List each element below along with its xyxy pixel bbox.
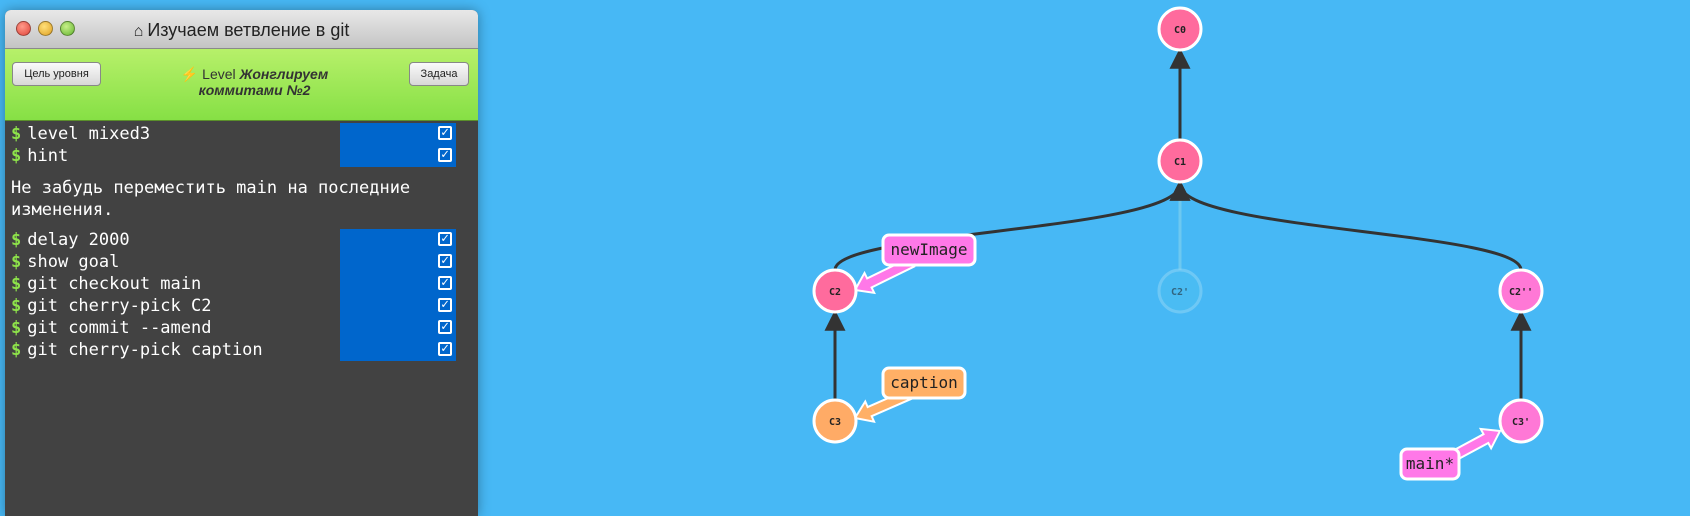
commit-node[interactable]: C2' (1157, 268, 1203, 314)
commit-edge (833, 179, 1191, 271)
commit-node[interactable]: C3' (1498, 398, 1544, 444)
commit-circle (1157, 268, 1203, 314)
commit-label: C2 (829, 287, 841, 298)
task-button[interactable]: Задача (409, 62, 469, 86)
command-row: $git commit --amend ✓ (5, 317, 478, 339)
command-status: ✓ (340, 145, 456, 167)
level-title: ⚡ Level Жонглируем коммитами №2 (115, 66, 394, 98)
command-row: $hint ✓ (5, 145, 478, 167)
commit-label: C0 (1174, 25, 1186, 36)
checkbox-checked-icon: ✓ (438, 232, 452, 246)
commit-edge (1169, 179, 1523, 271)
terminal-window: ⌂Изучаем ветвление в git Цель уровня ⚡ L… (5, 10, 478, 516)
command-row: $git cherry-pick caption ✓ (5, 339, 478, 361)
command-text: git cherry-pick C2 (27, 296, 212, 316)
goal-button[interactable]: Цель уровня (12, 62, 101, 86)
checkbox-checked-icon: ✓ (438, 320, 452, 334)
branch-label-newimage[interactable]: newImage (881, 233, 977, 267)
lightning-icon: ⚡ (180, 66, 199, 82)
command-row: $git cherry-pick C2 ✓ (5, 295, 478, 317)
command-group: $level mixed3 ✓ $hint ✓ (5, 123, 478, 167)
home-icon[interactable]: ⌂ (133, 23, 144, 40)
command-status: ✓ (340, 273, 456, 295)
commit-node[interactable]: C1 (1157, 138, 1203, 184)
level-prefix: Level (202, 66, 236, 82)
prompt-symbol: $ (11, 124, 22, 144)
command-text: level mixed3 (27, 124, 151, 144)
prompt-symbol: $ (11, 318, 22, 338)
commit-label: C1 (1174, 157, 1186, 168)
level-toolbar: Цель уровня ⚡ Level Жонглируем коммитами… (5, 49, 478, 121)
commit-label: C2'' (1509, 287, 1533, 298)
maximize-window-button[interactable] (60, 21, 75, 36)
command-row: $delay 2000 ✓ (5, 229, 478, 251)
level-name-line1: Жонглируем (239, 66, 329, 82)
commit-node[interactable]: C2 (812, 268, 858, 314)
window-title-text: Изучаем ветвление в git (147, 20, 350, 40)
command-status: ✓ (340, 229, 456, 251)
branch-label-main[interactable]: main* (1399, 447, 1461, 481)
command-status: ✓ (340, 123, 456, 145)
checkbox-checked-icon: ✓ (438, 276, 452, 290)
branch-name: main* (1406, 454, 1454, 473)
commit-circle (1498, 398, 1544, 444)
commit-node[interactable]: C2'' (1498, 268, 1544, 314)
command-text: git cherry-pick caption (27, 340, 263, 360)
commit-label: C2' (1171, 287, 1189, 298)
commit-circle (812, 398, 858, 444)
command-row: $git checkout main ✓ (5, 273, 478, 295)
prompt-symbol: $ (11, 230, 22, 250)
command-group: $delay 2000✓$show goal✓$git checkout mai… (5, 229, 478, 361)
commit-node[interactable]: C3 (812, 398, 858, 444)
branch-label-box (881, 233, 977, 267)
prompt-symbol: $ (11, 296, 22, 316)
command-text: hint (27, 146, 69, 166)
checkbox-checked-icon: ✓ (438, 254, 452, 268)
command-text: delay 2000 (27, 230, 130, 250)
prompt-symbol: $ (11, 274, 22, 294)
minimize-window-button[interactable] (38, 21, 53, 36)
command-row: $show goal ✓ (5, 251, 478, 273)
checkbox-checked-icon: ✓ (438, 298, 452, 312)
command-status: ✓ (340, 295, 456, 317)
branch-label-box (1399, 447, 1461, 481)
commit-label: C3' (1512, 417, 1530, 428)
commit-circle (1157, 6, 1203, 52)
hint-message: Не забудь переместить main на последние … (11, 178, 411, 220)
level-name-line2: коммитами №2 (198, 82, 311, 98)
command-status: ✓ (340, 251, 456, 273)
commit-circle (1157, 138, 1203, 184)
branch-label-box (881, 366, 967, 400)
branch-name: newImage (890, 240, 967, 259)
console-output: $level mixed3✓$hint✓ Не забудь перемести… (5, 121, 478, 361)
prompt-symbol: $ (11, 340, 22, 360)
command-status: ✓ (340, 317, 456, 339)
window-title: ⌂Изучаем ветвление в git (5, 20, 478, 41)
command-text: git checkout main (27, 274, 202, 294)
branch-label-caption[interactable]: caption (881, 366, 967, 400)
checkbox-checked-icon: ✓ (438, 342, 452, 356)
command-text: git commit --amend (27, 318, 212, 338)
commit-circle (812, 268, 858, 314)
prompt-symbol: $ (11, 252, 22, 272)
commit-node[interactable]: C0 (1157, 6, 1203, 52)
command-text: show goal (27, 252, 120, 272)
commit-label: C3 (829, 417, 841, 428)
checkbox-checked-icon: ✓ (438, 126, 452, 140)
command-status: ✓ (340, 339, 456, 361)
close-window-button[interactable] (16, 21, 31, 36)
title-bar: ⌂Изучаем ветвление в git (5, 10, 478, 49)
checkbox-checked-icon: ✓ (438, 148, 452, 162)
branch-name: caption (890, 373, 957, 392)
prompt-symbol: $ (11, 146, 22, 166)
command-row: $level mixed3 ✓ (5, 123, 478, 145)
commit-circle (1498, 268, 1544, 314)
